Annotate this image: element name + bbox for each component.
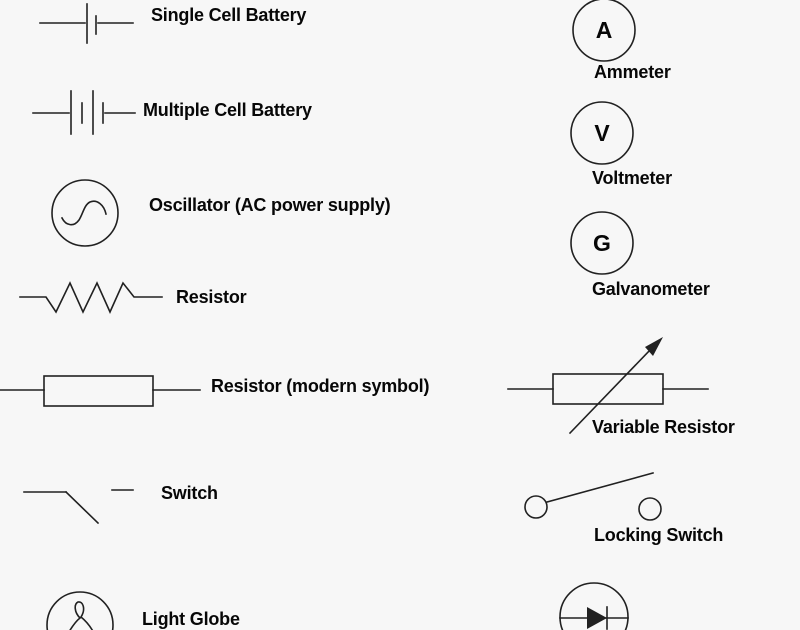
resistor-label: Resistor [176,287,247,307]
switch-icon [23,489,134,525]
switch-label: Switch [161,483,218,503]
multiple-cell-battery-icon [32,90,136,135]
light-globe-label: Light Globe [142,609,240,629]
voltmeter-icon: V [570,101,634,165]
galvanometer-letter: G [593,230,611,256]
galvanometer-icon: G [570,211,634,275]
locking-switch-label: Locking Switch [594,525,724,545]
light-globe-icon [46,591,114,630]
oscillator-label: Oscillator (AC power supply) [149,195,391,215]
voltmeter-label: Voltmeter [592,168,672,188]
ammeter-letter: A [596,17,613,43]
resistor-modern-label: Resistor (modern symbol) [211,376,430,396]
ammeter-label: Ammeter [594,62,671,82]
voltmeter-letter: V [594,120,610,146]
variable-resistor-icon [507,337,709,435]
resistor-zigzag-icon [19,281,163,314]
variable-resistor-label: Variable Resistor [592,417,735,437]
multiple-cell-battery-label: Multiple Cell Battery [143,100,312,120]
locking-switch-icon [524,472,662,521]
oscillator-icon [51,179,119,247]
resistor-box-icon [0,375,201,407]
ammeter-icon: A [572,0,636,62]
single-cell-battery-label: Single Cell Battery [151,5,307,25]
single-cell-battery-icon [39,3,134,44]
diode-icon [559,582,629,630]
galvanometer-label: Galvanometer [592,279,710,299]
